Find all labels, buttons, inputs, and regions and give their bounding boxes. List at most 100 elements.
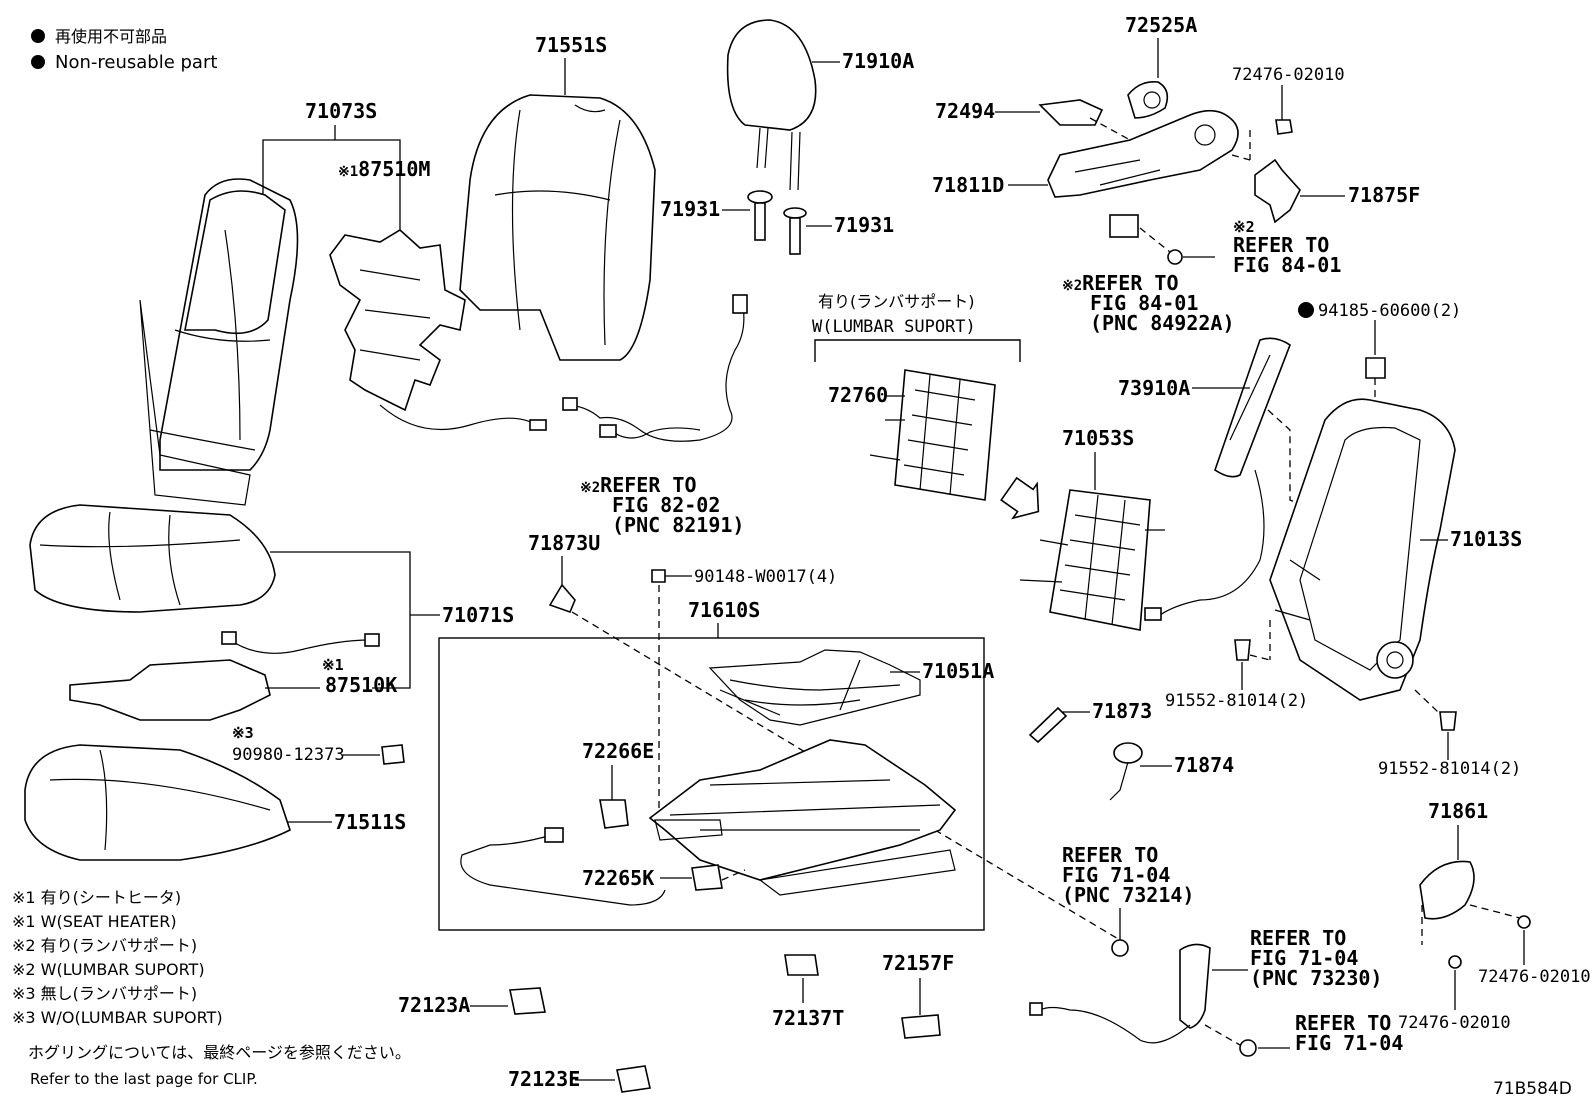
- ref-84a-mark: ※2: [1233, 218, 1255, 236]
- cover-drawing: [1113, 742, 1143, 764]
- footnote-6: ※3 W/O(LUMBAR SUPORT): [12, 1008, 223, 1027]
- part-72265K: 72265K: [582, 866, 654, 890]
- dashed-guide: [721, 869, 746, 881]
- ref-71b-refer: REFER TO: [1250, 926, 1346, 950]
- non-reusable-bullet-icon: [31, 55, 45, 69]
- footnote-2: ※1 W(SEAT HEATER): [12, 912, 177, 931]
- ref-71c-fig: FIG 71-04: [1295, 1031, 1403, 1055]
- part-71051A: 71051A: [922, 659, 994, 683]
- headrest-guide-drawing: [747, 190, 807, 255]
- dashed-guide: [1469, 904, 1521, 919]
- lumbar-switch-drawing: [1109, 214, 1139, 238]
- part-72476-02010-bot: 72476-02010: [1398, 1013, 1511, 1033]
- ref-82-pnc: (PNC 82191): [612, 513, 744, 537]
- part-91552-81014-right: 91552-81014(2): [1378, 759, 1521, 779]
- connector-icon: [562, 397, 578, 411]
- clip-icon: [784, 954, 819, 976]
- seatback-pad-drawing: [459, 94, 656, 361]
- part-71811D: 71811D: [932, 173, 1004, 197]
- part-71931-right: 71931: [834, 213, 894, 237]
- part-90148-W0017: 90148-W0017(4): [694, 567, 837, 587]
- headrest-drawing: [726, 19, 817, 191]
- connector-icon: [732, 294, 748, 314]
- part-72494: 72494: [935, 99, 995, 123]
- clip-note-jp: ホグリングについては、最終ページを参照ください。: [28, 1043, 411, 1062]
- lumbar-jp: 有り(ランバサポート): [818, 292, 975, 311]
- bolt-icon: [1239, 1039, 1257, 1057]
- ref-71a-fig: FIG 71-04: [1062, 863, 1170, 887]
- ref-84b-fig: FIG 84-01: [1090, 291, 1198, 315]
- footnote-4: ※2 W(LUMBAR SUPORT): [12, 960, 205, 979]
- clip-icon: [509, 987, 546, 1015]
- part-72476-02010-top: 72476-02010: [1232, 65, 1345, 85]
- recliner-cover-drawing: [1127, 80, 1169, 119]
- dashed-guide: [1249, 654, 1271, 661]
- part-94185-60600: 94185-60600(2): [1318, 301, 1461, 321]
- part-72137T: 72137T: [772, 1006, 844, 1030]
- dashed-guide: [1231, 154, 1251, 161]
- ref-84a-refer: REFER TO: [1233, 233, 1329, 257]
- part-71013S: 71013S: [1450, 527, 1522, 551]
- part-90980-mark: ※3: [232, 724, 254, 742]
- seat-heater-mat-drawing: [329, 229, 547, 431]
- ref-71b-pnc: (PNC 73230): [1250, 966, 1382, 990]
- clip-icon: [1448, 955, 1462, 969]
- recliner-shield-drawing: [1254, 158, 1301, 224]
- footnote-3: ※2 有り(ランバサポート): [12, 936, 197, 955]
- legend-en: Non-reusable part: [55, 52, 217, 73]
- clip-icon: [1517, 915, 1531, 929]
- nut-icon: [1365, 357, 1386, 379]
- part-91552-81014-left: 91552-81014(2): [1165, 691, 1308, 711]
- part-90980-12373: 90980-12373: [232, 745, 345, 765]
- recliner-cover-inner-drawing: [1038, 99, 1104, 126]
- side-airbag-drawing: [1144, 337, 1291, 621]
- legend-jp: 再使用不可部品: [55, 27, 167, 46]
- clip-icon: [1167, 249, 1183, 265]
- seat-spring-drawing: [708, 649, 921, 726]
- part-71873U: 71873U: [528, 531, 600, 555]
- release-cable-drawing: [460, 831, 666, 906]
- part-71073S: 71073S: [305, 99, 377, 123]
- cushion-heater-drawing: [69, 631, 380, 721]
- part-72760: 72760: [828, 383, 888, 407]
- cover-drawing: [1109, 761, 1129, 801]
- part-72123A: 72123A: [398, 993, 470, 1017]
- part-71910A: 71910A: [842, 49, 914, 73]
- ref-71a-pnc: (PNC 73214): [1062, 883, 1194, 907]
- ref-82-fig: FIG 82-02: [612, 493, 720, 517]
- ref-82-mark: ※2REFER TO: [580, 473, 697, 497]
- part-87510K-mark: ※1: [322, 656, 344, 674]
- dashed-guide: [1204, 1024, 1241, 1046]
- seatback-frame-drawing: [1269, 398, 1456, 701]
- part-72266E: 72266E: [582, 739, 654, 763]
- bracket-icon: [1028, 706, 1068, 744]
- dashed-guide: [1089, 117, 1131, 141]
- part-71511S: 71511S: [334, 810, 406, 834]
- part-71874: 71874: [1174, 753, 1234, 777]
- seat-track-box: [438, 637, 985, 931]
- part-71053S: 71053S: [1062, 426, 1134, 450]
- bracket-icon: [548, 583, 576, 614]
- part-72157F: 72157F: [882, 951, 954, 975]
- lumbar-en: W(LUMBAR SUPORT): [812, 317, 976, 337]
- part-87510K: 87510K: [325, 673, 397, 697]
- lifter-motor-drawing: [599, 799, 629, 829]
- ref-71a-refer: REFER TO: [1062, 843, 1158, 867]
- part-71551S: 71551S: [535, 33, 607, 57]
- clip-icon: [901, 1014, 941, 1039]
- part-71875F: 71875F: [1348, 183, 1420, 207]
- clip-icon: [616, 1065, 651, 1093]
- ref-84b-pnc: (PNC 84922A): [1090, 311, 1235, 335]
- part-71931-left: 71931: [660, 197, 720, 221]
- figure-code: 71B584D: [1493, 1079, 1572, 1099]
- leader-line: [262, 139, 401, 240]
- connector-icon: [599, 424, 617, 438]
- clip-note-en: Refer to the last page for CLIP.: [30, 1070, 258, 1088]
- dashed-guide: [1139, 227, 1171, 253]
- arrow-icon: [1000, 476, 1040, 520]
- part-71071S: 71071S: [442, 603, 514, 627]
- lumbar-plate-drawing: [1019, 489, 1165, 631]
- bolt-icon: [1439, 711, 1457, 731]
